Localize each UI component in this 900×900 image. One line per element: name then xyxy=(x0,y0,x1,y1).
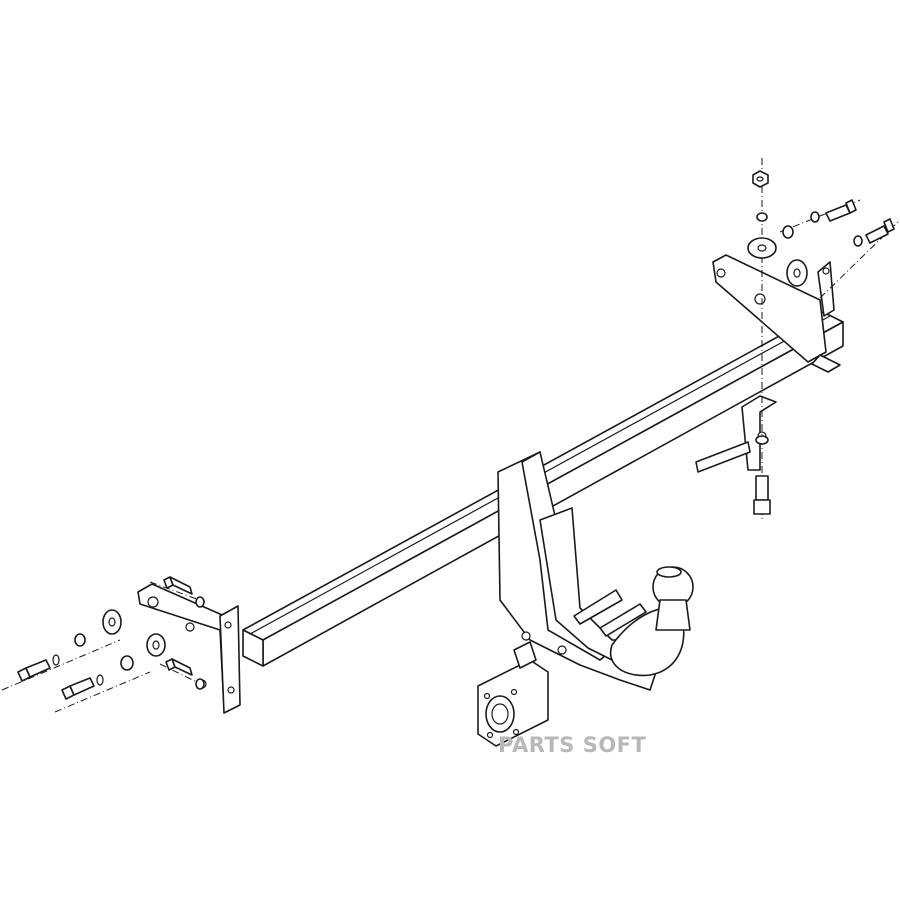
tow-ball xyxy=(652,566,694,631)
watermark-text: PARTS SOFT xyxy=(498,733,647,757)
tow-ball-neck xyxy=(497,451,685,691)
socket-plate xyxy=(477,641,549,747)
right-bracket xyxy=(695,254,841,473)
left-fasteners xyxy=(1,576,206,713)
right-fasteners xyxy=(747,158,900,520)
